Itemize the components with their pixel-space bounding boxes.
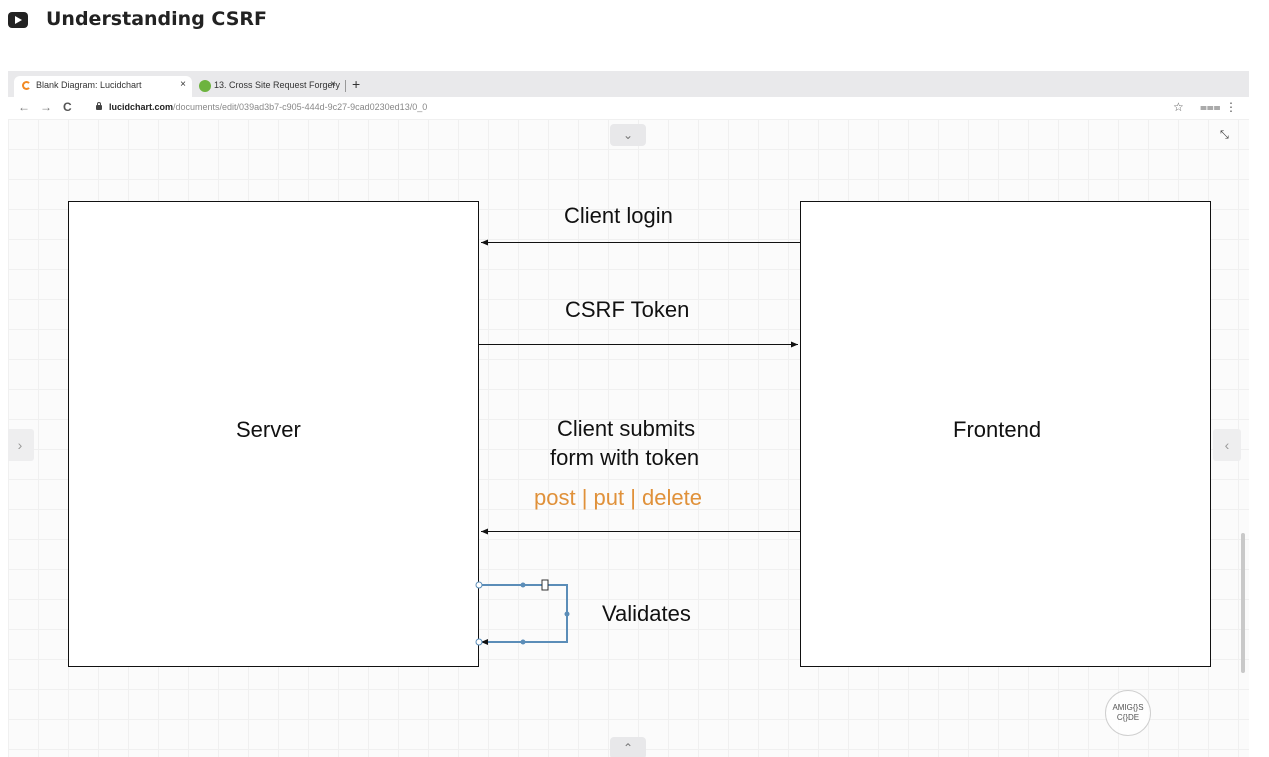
back-icon[interactable]: ←: [18, 100, 30, 114]
validates-loop-arrow[interactable]: [479, 584, 568, 643]
vertical-scrollbar[interactable]: [1241, 533, 1245, 673]
url-path: /documents/edit/039ad3b7-c905-444d-9c27-…: [173, 102, 428, 112]
address-bar: ← → C lucidchart.com/documents/edit/039a…: [8, 97, 1249, 119]
url-field[interactable]: lucidchart.com/documents/edit/039ad3b7-c…: [109, 102, 427, 112]
tab-close-icon[interactable]: ×: [330, 79, 336, 90]
forward-icon[interactable]: →: [40, 100, 52, 114]
collapse-top-chevron-icon[interactable]: ⌄: [610, 124, 646, 146]
frontend-box[interactable]: [800, 201, 1211, 667]
page-header: Understanding CSRF: [0, 0, 1269, 48]
menu-icon[interactable]: ⋮: [1225, 100, 1237, 114]
validates-label: Validates: [602, 601, 691, 626]
lesson-title: Understanding CSRF: [46, 8, 267, 30]
csrf-token-label: CSRF Token: [565, 297, 690, 322]
selection-handle[interactable]: [475, 638, 483, 646]
lock-icon[interactable]: [96, 102, 102, 110]
tab-separator: [345, 80, 346, 92]
tab-strip: Blank Diagram: Lucidchart × 13. Cross Si…: [8, 71, 1249, 97]
selection-handle[interactable]: [564, 611, 570, 617]
right-panel-toggle-icon[interactable]: ‹: [1213, 429, 1241, 461]
diagram-canvas[interactable]: ⌄ ⤡ › ‹ Server Frontend C: [8, 119, 1249, 757]
client-login-label: Client login: [564, 203, 673, 228]
tab-title: 13. Cross Site Request Forgery: [214, 80, 341, 90]
play-icon: [8, 12, 28, 28]
spring-favicon-icon: [199, 80, 211, 92]
tab-csrf-lesson[interactable]: 13. Cross Site Request Forgery ×: [192, 76, 342, 97]
tab-close-icon[interactable]: ×: [180, 79, 186, 90]
filter-icon[interactable]: ⩶: [1200, 100, 1221, 114]
selection-handle[interactable]: [520, 582, 526, 588]
text-cursor-icon: [541, 579, 549, 591]
tab-title: Blank Diagram: Lucidchart: [36, 80, 142, 90]
client-submits-label: Client submits: [557, 416, 696, 441]
csrf-diagram: [68, 201, 1211, 667]
new-tab-button[interactable]: +: [352, 76, 361, 92]
form-with-token-label: form with token: [550, 445, 700, 470]
lucidchart-favicon-icon: [22, 81, 31, 90]
server-box[interactable]: [68, 201, 479, 667]
browser-window: Blank Diagram: Lucidchart × 13. Cross Si…: [8, 71, 1249, 757]
url-host: lucidchart.com: [109, 102, 174, 112]
collapse-bottom-chevron-icon[interactable]: ⌃: [610, 737, 646, 757]
validates-arrowhead: [481, 639, 488, 645]
bookmark-star-icon[interactable]: ☆: [1173, 100, 1184, 114]
selection-handle[interactable]: [520, 639, 526, 645]
frontend-label: Frontend: [953, 417, 1042, 442]
amigoscode-watermark-logo: AMIG{}S C{}DE: [1105, 690, 1151, 736]
reload-icon[interactable]: C: [63, 100, 72, 114]
tab-lucidchart[interactable]: Blank Diagram: Lucidchart ×: [14, 76, 192, 97]
selection-handle[interactable]: [475, 581, 483, 589]
fullscreen-icon[interactable]: ⤡: [1220, 129, 1229, 141]
left-panel-toggle-icon[interactable]: ›: [8, 429, 34, 461]
server-label: Server: [236, 417, 301, 442]
http-methods-label: post | put | delete: [534, 485, 702, 510]
